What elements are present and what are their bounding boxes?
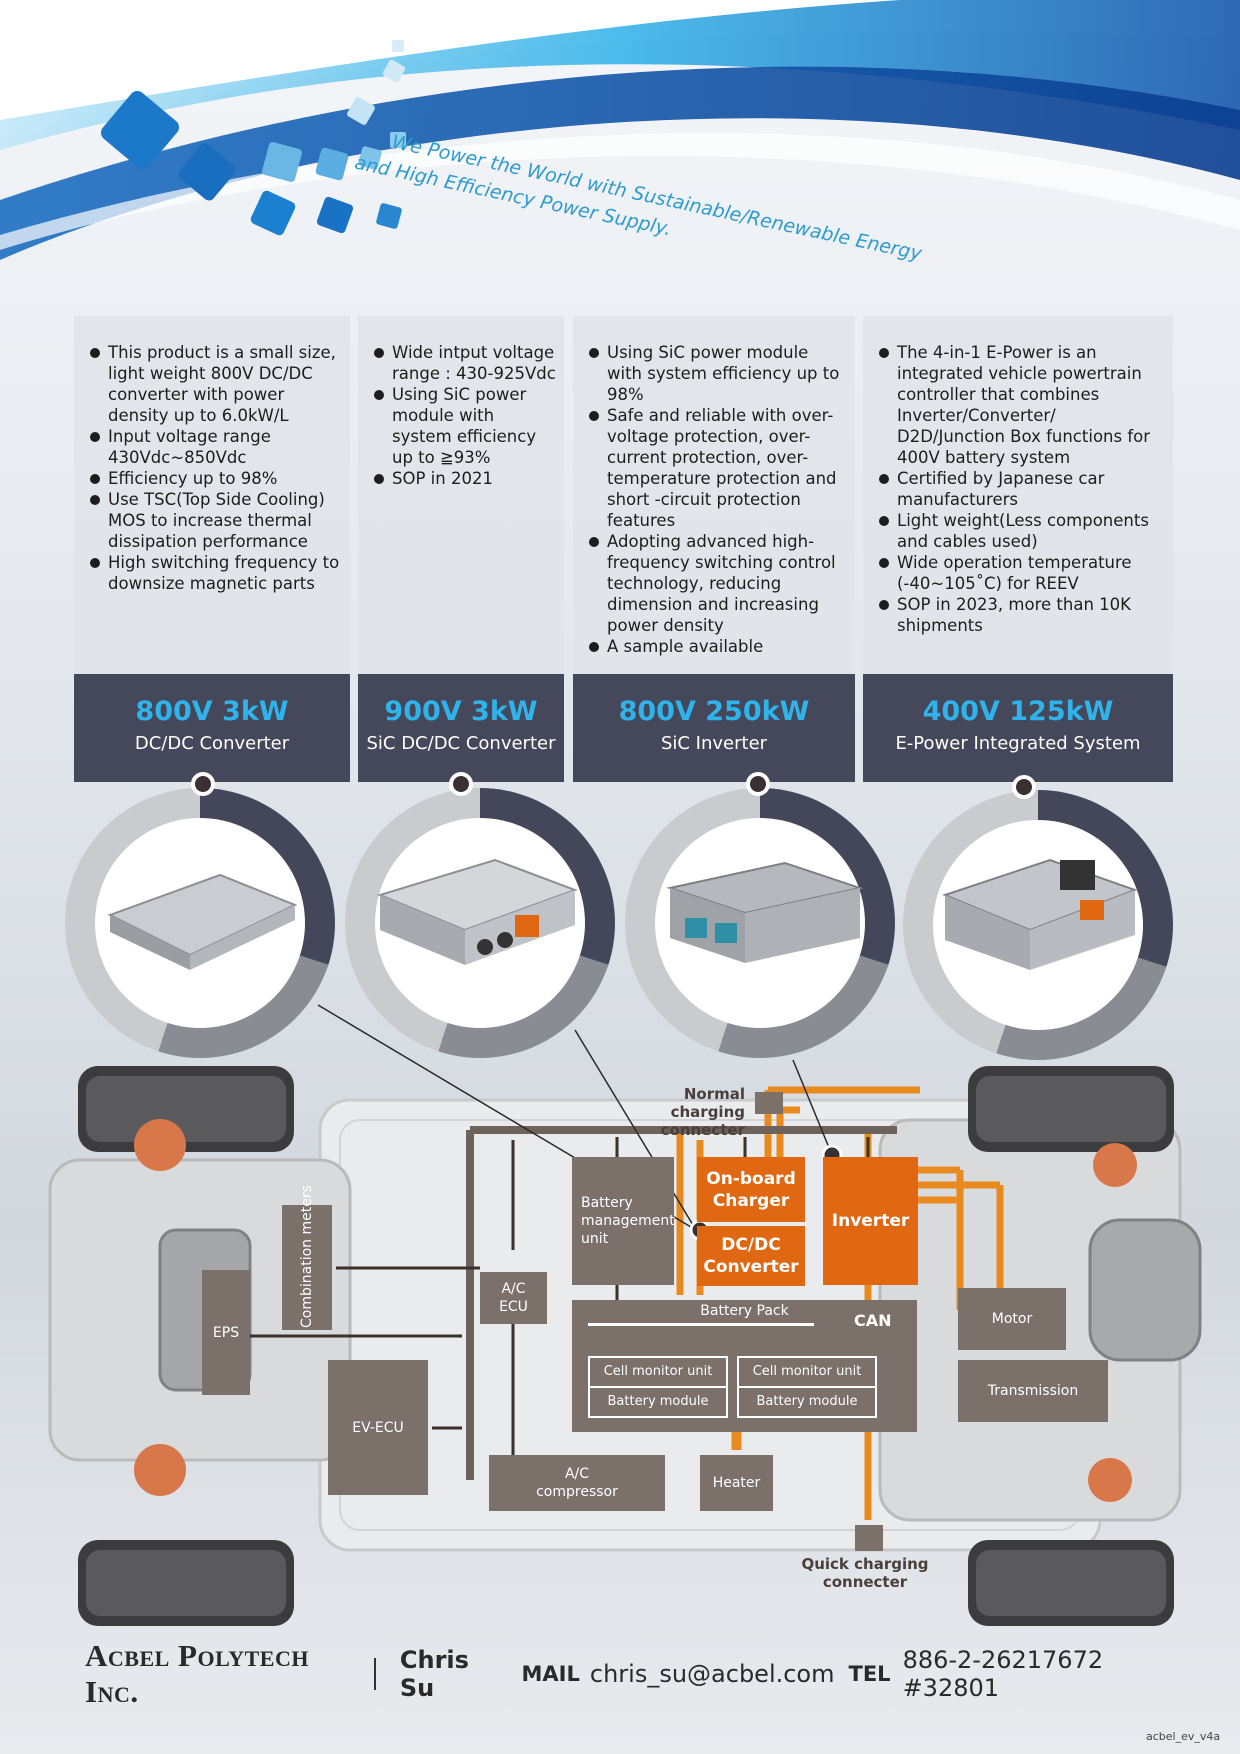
feature-list-4: The 4-in-1 E-Power is an integrated vehi… <box>863 316 1173 636</box>
product-band-4: 400V 125kW E-Power Integrated System <box>863 674 1173 782</box>
ac-compressor-box: A/C compressor <box>489 1455 665 1511</box>
feature-item: Input voltage range 430Vdc~850Vdc <box>90 426 342 468</box>
product-name: SiC DC/DC Converter <box>366 733 556 754</box>
contact-footer: Acbel Polytech Inc. Chris Su MAIL chris_… <box>85 1638 1185 1709</box>
feature-item: The 4-in-1 E-Power is an integrated vehi… <box>879 342 1165 468</box>
feature-list-2: Wide intput voltage range : 430-925Vdc U… <box>358 316 564 489</box>
normal-charging-label: Normal charging connecter <box>660 1085 745 1139</box>
inverter-box: Inverter <box>823 1157 918 1285</box>
cube-decoration <box>101 40 406 236</box>
battery-management-unit-box: Battery management unit <box>572 1157 675 1285</box>
feature-item: Using SiC power module with system effic… <box>374 384 556 468</box>
onboard-charger-box: On-board Charger <box>697 1157 805 1222</box>
feature-item: SOP in 2021 <box>374 468 556 489</box>
product-name: DC/DC Converter <box>134 733 290 754</box>
wheel-rear-left <box>78 1540 294 1626</box>
product-band-2: 900V 3kW SiC DC/DC Converter <box>358 674 564 782</box>
product-column-2: Wide intput voltage range : 430-925Vdc U… <box>358 316 564 674</box>
product-power: 800V 3kW <box>135 696 289 727</box>
battery-module-2: Battery module <box>737 1386 877 1418</box>
wheel-front-right <box>968 1066 1174 1152</box>
product-band-3: 800V 250kW SiC Inverter <box>573 674 855 782</box>
feature-item: Use TSC(Top Side Cooling) MOS to increas… <box>90 489 342 552</box>
product-power: 800V 250kW <box>618 696 810 727</box>
eps-box: EPS <box>202 1270 250 1395</box>
product-photo-3 <box>666 861 864 963</box>
tel-number: 886-2-26217672 #32801 <box>902 1646 1104 1702</box>
feature-list-3: Using SiC power module with system effic… <box>573 316 855 657</box>
doc-code: acbel_ev_v4a <box>1146 1730 1221 1743</box>
footer-divider <box>374 1658 376 1690</box>
feature-item: High switching frequency to downsize mag… <box>90 552 342 594</box>
product-column-4: The 4-in-1 E-Power is an integrated vehi… <box>863 316 1173 674</box>
combination-meters-label: Combination meters <box>299 1184 315 1328</box>
feature-item: Safe and reliable with over-voltage prot… <box>589 405 847 531</box>
wheel-rear-right <box>968 1540 1174 1626</box>
mail-link[interactable]: chris_su@acbel.com <box>589 1660 835 1688</box>
cell-monitor-unit-1: Cell monitor unit <box>588 1356 728 1388</box>
contact-name: Chris Su <box>399 1646 469 1702</box>
battery-pack-box: Battery Pack CAN Cell monitor unit Batte… <box>572 1300 917 1432</box>
quick-charging-label: Quick charging connecter <box>801 1555 929 1591</box>
feature-item: This product is a small size, light weig… <box>90 342 342 426</box>
product-power: 900V 3kW <box>384 696 538 727</box>
product-power: 400V 125kW <box>922 696 1114 727</box>
feature-item: Adopting advanced high-frequency switchi… <box>589 531 847 636</box>
battery-module-1: Battery module <box>588 1386 728 1418</box>
company-name: Acbel Polytech Inc. <box>85 1638 309 1709</box>
mail-label: MAIL <box>521 1662 580 1686</box>
pin-3 <box>746 772 770 796</box>
pin-2 <box>449 772 473 796</box>
tel-label: TEL <box>848 1662 891 1686</box>
product-name: SiC Inverter <box>660 733 768 754</box>
feature-item: Efficiency up to 98% <box>90 468 342 489</box>
product-column-1: This product is a small size, light weig… <box>74 316 350 674</box>
wheel-front-left <box>78 1066 294 1152</box>
can-label: CAN <box>854 1311 892 1330</box>
pin-1 <box>191 772 215 796</box>
product-band-1: 800V 3kW DC/DC Converter <box>74 674 350 782</box>
product-photo-1 <box>107 873 298 970</box>
feature-item: Wide operation temperature (-40~105˚C) f… <box>879 552 1165 594</box>
feature-item: Using SiC power module with system effic… <box>589 342 847 405</box>
motor-box: Motor <box>958 1288 1066 1350</box>
product-name: E-Power Integrated System <box>895 733 1141 754</box>
transmission-box: Transmission <box>958 1360 1108 1422</box>
product-photo-4 <box>942 858 1138 970</box>
dcdc-converter-box: DC/DC Converter <box>697 1226 805 1286</box>
header-swoosh <box>0 0 1240 261</box>
battery-pack-label: Battery Pack <box>700 1303 789 1319</box>
feature-item: A sample available <box>589 636 847 657</box>
can-bus-line <box>588 1323 814 1326</box>
feature-item: Wide intput voltage range : 430-925Vdc <box>374 343 556 383</box>
feature-item: Light weight(Less components and cables … <box>879 510 1165 552</box>
feature-list-1: This product is a small size, light weig… <box>74 316 350 594</box>
feature-item: Certified by Japanese car manufacturers <box>879 468 1165 510</box>
heater-box: Heater <box>700 1455 773 1511</box>
ac-ecu-box: A/C ECU <box>480 1272 547 1324</box>
cell-monitor-unit-2: Cell monitor unit <box>737 1356 877 1388</box>
pin-4 <box>1012 775 1036 799</box>
combination-meters-box: Combination meters <box>282 1184 332 1330</box>
feature-item: SOP in 2023, more than 10K shipments <box>879 594 1165 636</box>
product-photo-2 <box>377 858 578 965</box>
ev-ecu-box: EV-ECU <box>328 1360 428 1495</box>
product-column-3: Using SiC power module with system effic… <box>573 316 855 674</box>
